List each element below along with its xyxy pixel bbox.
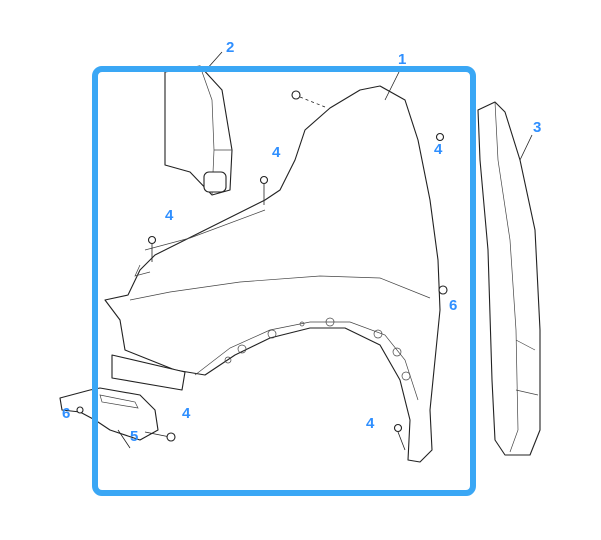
callout-4: 4	[165, 207, 174, 224]
clip-icon	[438, 285, 448, 295]
callout-2: 2	[226, 39, 235, 56]
callout-4: 4	[434, 141, 443, 158]
bolt-icon	[393, 423, 403, 433]
callout-4: 4	[272, 144, 281, 161]
bolt-icon	[259, 175, 269, 185]
callout-4: 4	[366, 415, 375, 432]
callout-6: 6	[449, 297, 458, 314]
callout-5: 5	[130, 428, 139, 445]
fender-part	[104, 65, 441, 463]
callout-6: 6	[62, 405, 71, 422]
callout-3: 3	[533, 119, 542, 136]
callout-4: 4	[182, 405, 191, 422]
bolts	[76, 90, 448, 451]
highlight-frame	[92, 66, 476, 496]
bolt-icon	[435, 132, 445, 142]
side-panel-part	[477, 101, 541, 456]
bolt-icon	[147, 235, 157, 245]
upper-bracket-part	[164, 51, 233, 196]
callout-1: 1	[398, 51, 407, 68]
bolt-icon	[291, 90, 301, 100]
bolt-icon	[166, 432, 176, 442]
clip-icon	[76, 406, 84, 414]
